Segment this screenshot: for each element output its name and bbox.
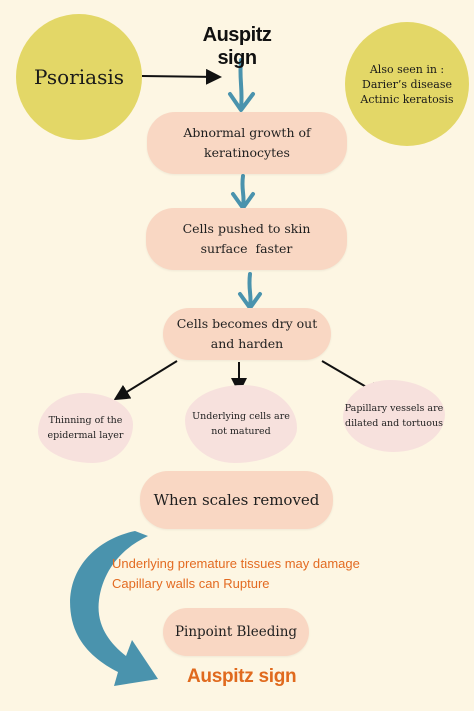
step-pinpoint-bleeding: Pinpoint Bleeding (163, 608, 309, 656)
arrow-to-thinning (113, 360, 178, 401)
teal-arrow-3 (238, 272, 262, 310)
step-pinpoint-bleeding-label: Pinpoint Bleeding (174, 624, 298, 640)
step-abnormal-growth: Abnormal growth of keratinocytes (147, 112, 347, 174)
bottom-title: Auspitz sign (187, 666, 297, 687)
effect-thinning-line1: Thinning of the (48, 415, 123, 426)
effect-capillary-line2: dilated and tortuous (345, 418, 443, 429)
arrow-psoriasis (141, 68, 222, 85)
step-cells-pushed-line2: surface faster (200, 241, 293, 256)
psoriasis-label: Psoriasis (33, 65, 125, 89)
effect-underlying: Underlying cells are not matured (185, 385, 297, 463)
step-abnormal-growth-line2: keratinocytes (204, 145, 290, 160)
effect-underlying-line2: not matured (211, 426, 271, 437)
top-title: Auspitz sign (202, 24, 272, 69)
note-premature-tissues: Underlying premature tissues may damage (112, 556, 360, 571)
teal-arrow-1 (228, 58, 255, 112)
step-scales-removed-label: When scales removed (153, 491, 320, 509)
step-scales-removed: When scales removed (140, 471, 333, 529)
effect-capillary-line1: Papillary vessels are (344, 403, 444, 414)
effect-underlying-line1: Underlying cells are (192, 411, 290, 422)
teal-arrow-2 (231, 174, 255, 210)
big-curved-arrow (70, 531, 158, 686)
step-abnormal-growth-line1: Abnormal growth of (183, 125, 311, 140)
step-cells-dry-line2: and harden (210, 336, 284, 351)
also-seen-item-actinic: Actinic keratosis (360, 92, 454, 106)
note-capillary-walls: Capillary walls can Rupture (112, 576, 270, 591)
effect-capillary: Papillary vessels are dilated and tortuo… (343, 380, 445, 452)
step-cells-pushed: Cells pushed to skin surface faster (146, 208, 347, 270)
step-cells-dry-line1: Cells becomes dry out (176, 316, 318, 331)
step-cells-pushed-line1: Cells pushed to skin (182, 221, 311, 236)
also-seen-heading: Also seen in : (369, 62, 445, 76)
also-seen-circle: Also seen in : Darier’s disease Actinic … (345, 22, 469, 146)
effect-thinning-line2: epidermal layer (47, 430, 124, 441)
also-seen-item-darier: Darier’s disease (362, 77, 452, 91)
psoriasis-circle: Psoriasis (16, 14, 142, 140)
step-cells-dry: Cells becomes dry out and harden (163, 308, 331, 360)
effect-thinning: Thinning of the epidermal layer (38, 393, 133, 463)
